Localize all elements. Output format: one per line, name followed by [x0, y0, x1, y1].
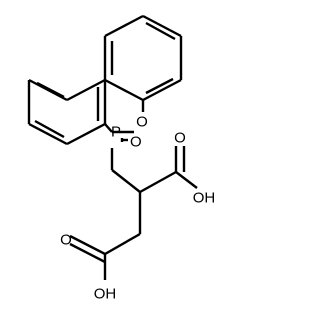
acid1-hydroxyl-label: OH [193, 190, 216, 207]
bond [66, 78, 106, 102]
ring-oxygen-label: O [136, 114, 148, 131]
bond [28, 122, 68, 146]
phosphorus-ring [104, 100, 145, 134]
double-bond [69, 242, 106, 264]
bond [111, 169, 141, 193]
bond [104, 232, 141, 256]
double-bond [145, 77, 174, 95]
lower-benzene-ring [27, 78, 107, 146]
phosphorus-label: P [111, 124, 121, 141]
bond [104, 14, 144, 38]
bond [69, 234, 106, 256]
double-bond [34, 119, 65, 139]
acid2-carbonyl-oxygen-label: O [60, 232, 72, 249]
phosphoryl-oxygen-label: O [130, 134, 142, 151]
double-bond [36, 81, 65, 99]
bond [142, 14, 182, 38]
bond [104, 123, 113, 133]
acid2-hydroxyl-label: OH [94, 286, 117, 303]
bond [142, 78, 182, 102]
double-bond [145, 21, 176, 41]
bond [139, 170, 177, 194]
bond [104, 78, 144, 102]
bond [175, 171, 198, 189]
structural-formula: P O O O OH O OH [27, 14, 216, 303]
bond [66, 122, 106, 146]
acid1-carbonyl-oxygen-label: O [174, 130, 186, 147]
upper-benzene-ring [103, 14, 183, 102]
side-chain [69, 146, 198, 280]
